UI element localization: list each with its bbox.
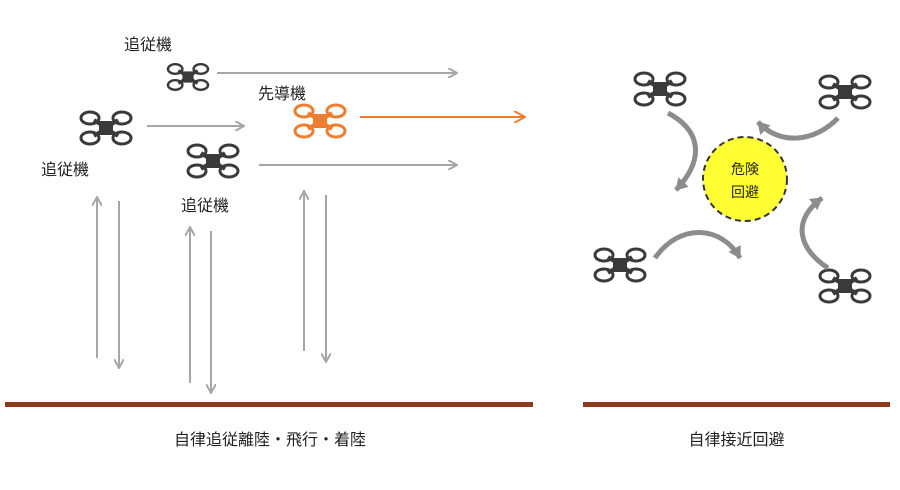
drone-icon — [166, 62, 210, 92]
arrow-icon — [666, 110, 699, 192]
arrow-icon — [652, 230, 743, 260]
ground-line-right — [583, 402, 890, 407]
follower-label: 追従機 — [181, 196, 230, 215]
ground-line-left — [5, 402, 533, 407]
danger-zone-label-1: 危険 — [731, 162, 759, 178]
drone-icon — [293, 103, 347, 139]
drone-icon — [818, 74, 872, 110]
danger-zone — [702, 136, 788, 222]
left-panel-caption: 自律追従離陸・飛行・着陸 — [173, 430, 366, 449]
right-panel-caption: 自律接近回避 — [688, 430, 785, 449]
arrow-icon — [799, 196, 830, 271]
drone-icon — [79, 110, 133, 146]
danger-zone-label-2: 回避 — [731, 185, 759, 201]
drone-icon — [593, 247, 647, 283]
follower-label: 追従機 — [41, 160, 90, 179]
drone-icon — [186, 143, 240, 179]
arrow-icon — [756, 116, 840, 141]
follower-label: 追従機 — [124, 35, 173, 54]
drone-icon — [818, 268, 872, 304]
drone-icon — [633, 71, 687, 107]
leader-label: 先導機 — [258, 84, 307, 103]
